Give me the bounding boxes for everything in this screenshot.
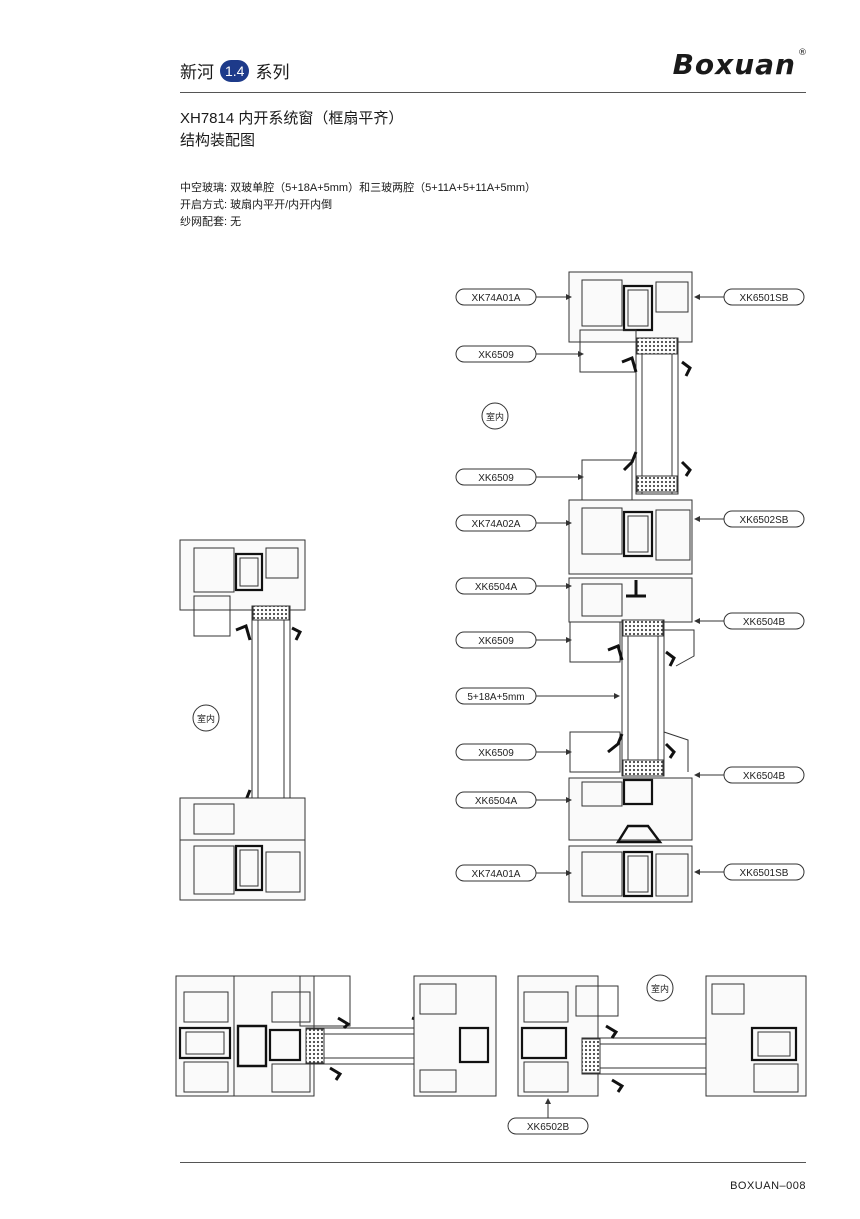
callout-xk6504a-1: XK6504A [455, 577, 572, 595]
spec-screen: 纱网配套: 无 [180, 216, 242, 228]
svg-text:XK6501SB: XK6501SB [740, 868, 789, 879]
svg-text:XK6509: XK6509 [478, 748, 514, 759]
callout-xk6509-1: XK6509 [455, 345, 584, 363]
title-line-1: XH7814 内开系统窗（框扇平齐） [180, 110, 404, 127]
callout-xk6504a-2: XK6504A [455, 791, 572, 809]
indoor-badge-bottom: 室内 [646, 974, 674, 1002]
svg-text:XK6504B: XK6504B [743, 771, 786, 782]
indoor-label: 室内 [197, 713, 215, 724]
callout-xk74a01a-top: XK74A01A [455, 288, 572, 306]
title-line-2: 结构装配图 [180, 132, 256, 149]
callout-xk6509-3: XK6509 [455, 631, 572, 649]
svg-text:XK6504A: XK6504A [475, 582, 518, 593]
indoor-badge-left: 室内 [192, 704, 220, 732]
svg-text:XK6504B: XK6504B [743, 617, 786, 628]
callout-xk6501sb-bottom: XK6501SB [694, 863, 805, 881]
right-callouts: XK6501SB XK6502SB XK6504B XK6504B XK6501… [694, 288, 805, 881]
callout-xk6504b-1: XK6504B [694, 612, 805, 630]
callout-xk6504b-2: XK6504B [694, 766, 805, 784]
indoor-badge-right: 室内 [481, 402, 509, 430]
svg-text:XK6502B: XK6502B [527, 1122, 570, 1133]
left-callouts: XK74A01A XK6509 XK6509 XK74A02A XK6504A … [455, 288, 620, 882]
series-number-badge: 1.4 [220, 59, 250, 82]
registered-mark: ® [798, 48, 808, 58]
spec-list: 中空玻璃: 双玻单腔（5+18A+5mm）和三玻两腔（5+11A+5+11A+5… [180, 180, 536, 231]
series-suffix: 系列 [255, 63, 290, 82]
svg-text:XK6509: XK6509 [478, 636, 514, 647]
large-vertical-section [568, 271, 695, 903]
callout-xk74a01a-bottom: XK74A01A [455, 864, 572, 882]
callout-xk74a02a: XK74A02A [455, 514, 572, 532]
svg-text:XK74A02A: XK74A02A [472, 519, 521, 530]
svg-text:XK6509: XK6509 [478, 350, 514, 361]
header-divider [180, 92, 806, 93]
callout-xk6502sb: XK6502SB [694, 510, 805, 528]
svg-text:XK74A01A: XK74A01A [472, 869, 521, 880]
svg-text:XK6502SB: XK6502SB [740, 515, 789, 526]
callout-glass-spec: 5+18A+5mm [455, 687, 620, 705]
brand-logo: Boxuan® [673, 48, 808, 81]
page-title: XH7814 内开系统窗（框扇平齐） 结构装配图 [180, 108, 403, 152]
indoor-label: 室内 [486, 411, 504, 422]
small-vertical-section [179, 539, 306, 901]
indoor-label: 室内 [651, 983, 669, 994]
footer-divider [180, 1162, 806, 1163]
callout-xk6502b: XK6502B [507, 1098, 589, 1135]
svg-text:XK6509: XK6509 [478, 473, 514, 484]
series-prefix: 新河 [180, 63, 214, 82]
callout-xk6509-2: XK6509 [455, 468, 584, 486]
callout-xk6501sb-top: XK6501SB [694, 288, 805, 306]
svg-text:XK6501SB: XK6501SB [740, 293, 789, 304]
svg-text:5+18A+5mm: 5+18A+5mm [467, 692, 524, 703]
series-tag: 新河 1.4 系列 [180, 58, 289, 83]
svg-text:XK6504A: XK6504A [475, 796, 518, 807]
horizontal-section [175, 975, 807, 1097]
spec-glass: 中空玻璃: 双玻单腔（5+18A+5mm）和三玻两腔（5+11A+5+11A+5… [180, 182, 536, 194]
svg-text:XK74A01A: XK74A01A [472, 293, 521, 304]
callout-xk6509-4: XK6509 [455, 743, 572, 761]
spec-opening: 开启方式: 玻扇内平开/内开内倒 [180, 199, 333, 211]
brand-name: Boxuan [672, 48, 796, 81]
page-code: BOXUAN–008 [730, 1180, 806, 1192]
